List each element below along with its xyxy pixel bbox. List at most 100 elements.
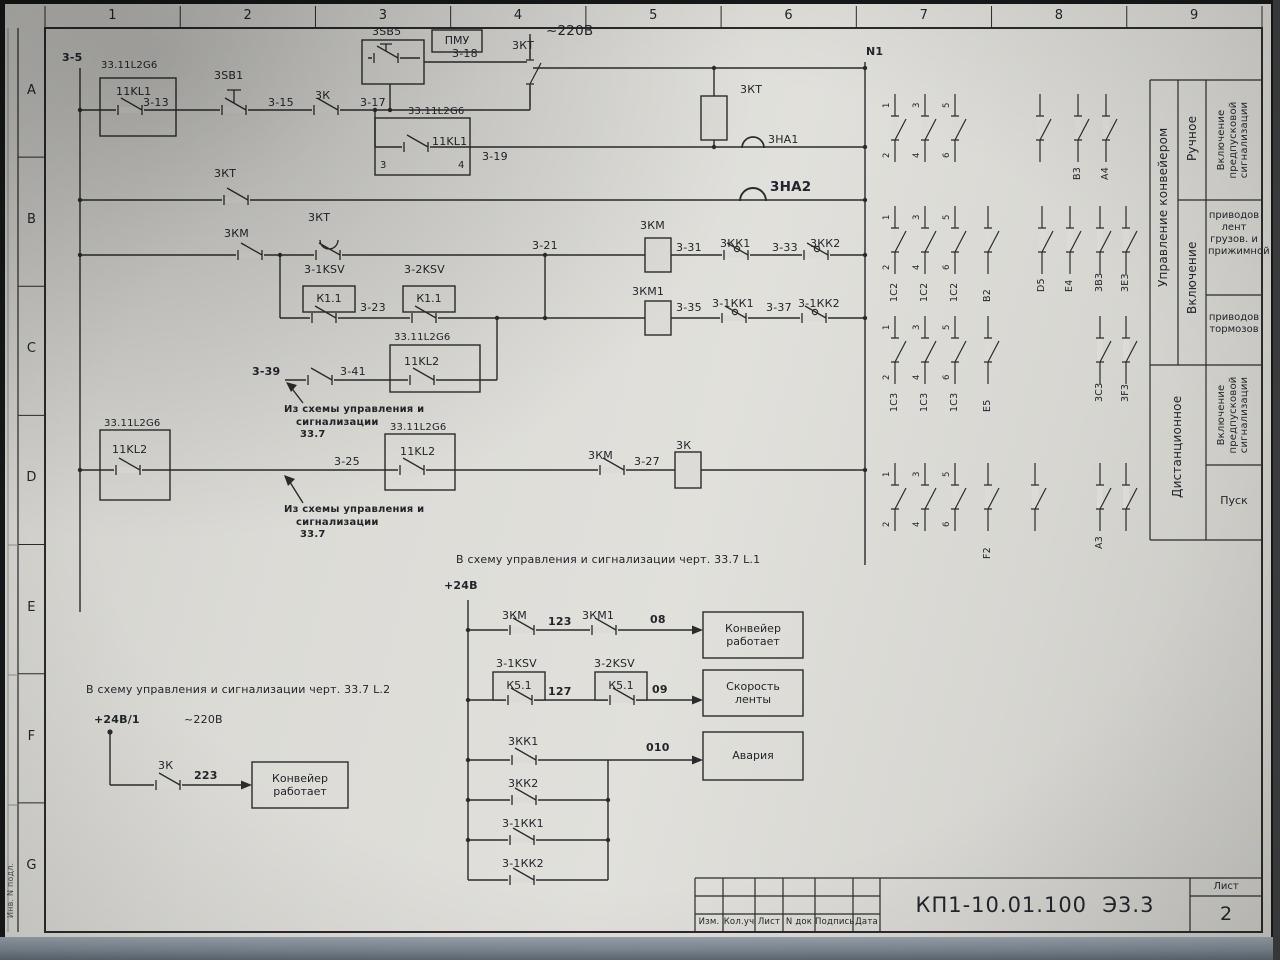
ruler-row-label: A [26,83,37,98]
generated-wire [1066,206,1082,274]
contact-roller [733,245,741,253]
matrix-pin-label: 2 [882,521,892,527]
generated-wire [1122,463,1138,531]
drawing-frame [44,27,1263,933]
photo-right-edge [1273,0,1280,960]
relay-box-11kl2-a [389,344,481,393]
generated-wire [1122,316,1138,384]
matrix-tag-label: 3С3 [1094,382,1105,402]
generated-wire [307,367,333,385]
relay-label-11kl1: 11KL1 [116,85,152,98]
titleblock-header: Лист [757,917,781,927]
contact-label-3km-d: 3КМ [588,449,613,462]
side-table-cell-presignal-top: Включение предпусковой сигнализации [1216,101,1250,179]
ruler-column-label: 6 [784,8,793,23]
output-box-speed [702,669,804,717]
generated-wire [921,206,937,274]
ruler-row-label: C [26,341,37,357]
box-k11-a [302,285,356,313]
side-table-remote: Дистанционное [1170,395,1184,498]
matrix-tag-label: В2 [982,289,993,302]
generated-wire [509,827,535,845]
generated-wire [507,687,533,705]
margin-stamp-label: Инв. N подл. [6,862,15,918]
note-from-schema-2-line1: Из схемы управления и [284,504,425,515]
matrix-tag-label: 1С2 [949,282,960,302]
wire-label-223: 223 [194,769,218,782]
generated-wire [921,463,937,531]
wire-label-09: 09 [652,683,668,696]
generated-wire [237,242,263,260]
matrix-pin-label: 5 [942,214,952,220]
generated-symbols [18,6,1263,885]
wire-label-3-33: 3-33 [772,241,798,254]
relay-box-title: 33.11L2G6 [104,418,161,429]
matrix-tag-label: D5 [1036,278,1047,292]
matrix-pin-label: 1 [882,471,892,477]
side-table-on: Включение [1185,241,1199,314]
contact-label-3-1kk1-low: 3-1КК1 [502,817,544,830]
ruler-column-label: 3 [378,8,388,23]
matrix-tag-label: 1С3 [919,392,930,412]
generated-wire [155,772,181,790]
matrix-tag-label: А3 [1094,536,1105,549]
ruler-column-label: 9 [1190,8,1199,23]
relay-box-title: 33.11L2G6 [101,60,158,71]
relay-box-title: 33.11L2G6 [394,332,451,343]
matrix-tag-label: 1С2 [889,282,900,302]
wire-label-3-17: 3-17 [360,96,386,109]
wire-label-3-19: 3-19 [482,150,508,163]
ruler-column-label: 8 [1054,8,1064,23]
generated-wire [891,206,907,274]
wire-label-123: 123 [548,615,572,628]
wire-label-3-5: 3-5 [62,51,83,64]
generated-wire [591,617,617,635]
ruler-column-label: 4 [513,8,523,23]
contact-label-3kt: 3КТ [214,167,237,180]
side-table-cell-brakes: приводов тормозов [1208,312,1260,335]
bus-label-n1: N1 [866,45,884,58]
contact-label-3kk1-low: 3КК1 [508,735,539,748]
contact-roller [811,308,819,316]
sensor-label-3-1ksv: 3-1KSV [304,263,345,276]
matrix-tag-label: 1С3 [889,392,900,412]
wire-label-3-27: 3-27 [634,455,660,468]
matrix-pin-label: 4 [912,374,922,380]
generated-wire [1122,206,1138,274]
wire-label-127: 127 [548,685,572,698]
matrix-tag-label: 3Е3 [1120,273,1131,292]
ruler-column-label: 2 [243,8,252,23]
contact-label-3km1-low: 3КМ1 [582,609,615,622]
contact-roller [813,245,821,253]
wire-label-3-15: 3-15 [268,96,294,109]
matrix-pin-label: 4 [912,521,922,527]
contact-label-3kk2: 3КК2 [810,237,841,250]
button-label-3sb5: 3SB5 [372,25,402,38]
generated-wire [315,239,341,260]
matrix-pin-label: 3 [912,214,922,220]
contact-label-3kt-top: 3КТ [512,39,535,52]
side-table-manual: Ручное [1185,115,1199,161]
wire-label-3-13: 3-13 [143,96,169,109]
matrix-tag-label: Е5 [982,399,993,412]
relay-label-k11-b: К1.1 [416,292,442,306]
matrix-pin-label: 4 [912,152,922,158]
relay-label-k51-a: К5.1 [506,679,532,693]
generated-wire [891,316,907,384]
matrix-pin-label: 6 [942,152,952,158]
pin-label-4: 4 [458,160,465,171]
coil-label-3km: 3КМ [640,219,665,232]
ruler-column-label: 1 [108,8,117,23]
contact-label-3-1kk2: 3-1КК2 [798,297,840,310]
matrix-tag-label: В3 [1072,167,1083,180]
pin-label-3: 3 [380,160,387,171]
wires [79,34,866,881]
generated-wire [1074,94,1090,162]
generated-wire [526,38,542,106]
generated-wire [373,43,399,63]
side-table-cell-start: Пуск [1220,494,1248,507]
component-boxes [99,29,804,809]
output-conveyor-works: Конвейер работает [725,621,781,648]
ruler-row-label: G [26,857,37,873]
generated-wire [951,206,967,274]
